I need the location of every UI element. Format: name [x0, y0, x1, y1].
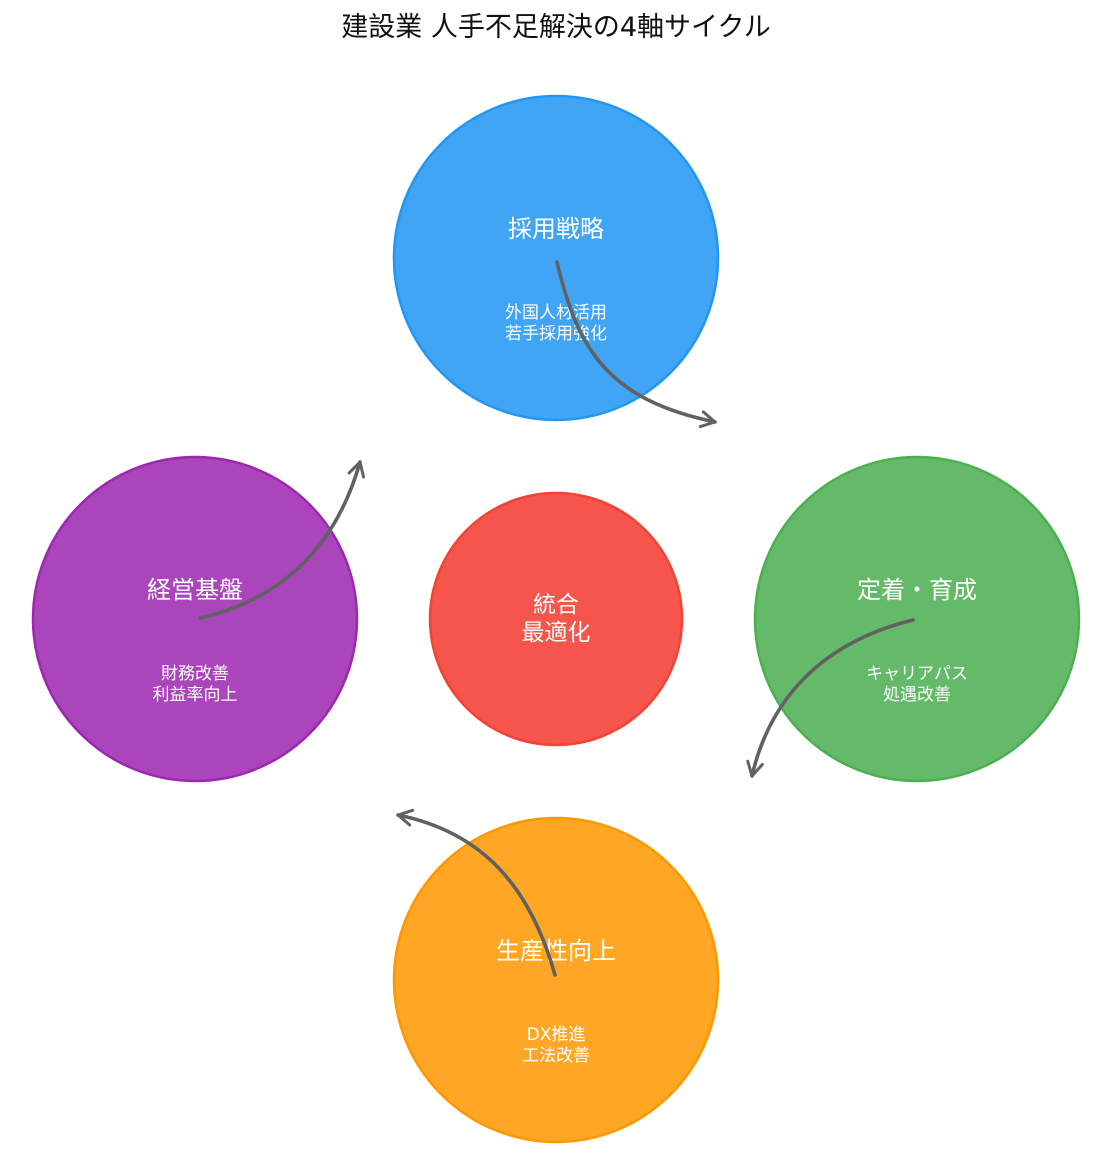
node-retention-circle — [753, 455, 1081, 783]
center-node: 統合 最適化 — [428, 491, 684, 747]
node-productivity-title: 生産性向上 — [496, 937, 616, 965]
node-productivity-line-1: DX推進 — [527, 1025, 586, 1045]
center-line-2: 最適化 — [522, 620, 591, 646]
center-line-1: 統合 — [533, 592, 579, 618]
node-recruitment: 採用戦略 外国人材活用 若手採用強化 — [392, 94, 720, 422]
node-recruitment-title: 採用戦略 — [508, 215, 604, 243]
arrow-recruit-to-retention — [555, 260, 717, 429]
node-productivity: 生産性向上 DX推進 工法改善 — [392, 816, 720, 1144]
node-recruitment-circle — [392, 94, 720, 422]
node-productivity-line-2: 工法改善 — [522, 1046, 590, 1066]
node-retention-title: 定着・育成 — [857, 576, 977, 604]
arrow-productivity-to-management — [396, 808, 557, 977]
node-management-circle — [31, 455, 359, 783]
node-recruitment-line-1: 外国人材活用 — [505, 303, 607, 323]
center-node-circle — [428, 491, 684, 747]
node-retention-line-1: キャリアパス — [866, 664, 968, 684]
arrow-management-to-recruit — [198, 460, 366, 620]
node-management-line-2: 利益率向上 — [153, 685, 238, 705]
node-management-line-1: 財務改善 — [161, 664, 229, 684]
node-retention: 定着・育成 キャリアパス 処遇改善 — [753, 455, 1081, 783]
diagram-title: 建設業 人手不足解決の4軸サイクル — [341, 12, 770, 43]
node-recruitment-line-2: 若手採用強化 — [505, 324, 607, 344]
node-management: 経営基盤 財務改善 利益率向上 — [31, 455, 359, 783]
arrow-retention-to-productivity — [746, 618, 915, 778]
node-management-title: 経営基盤 — [147, 576, 243, 604]
node-retention-line-2: 処遇改善 — [883, 685, 951, 705]
node-productivity-circle — [392, 816, 720, 1144]
